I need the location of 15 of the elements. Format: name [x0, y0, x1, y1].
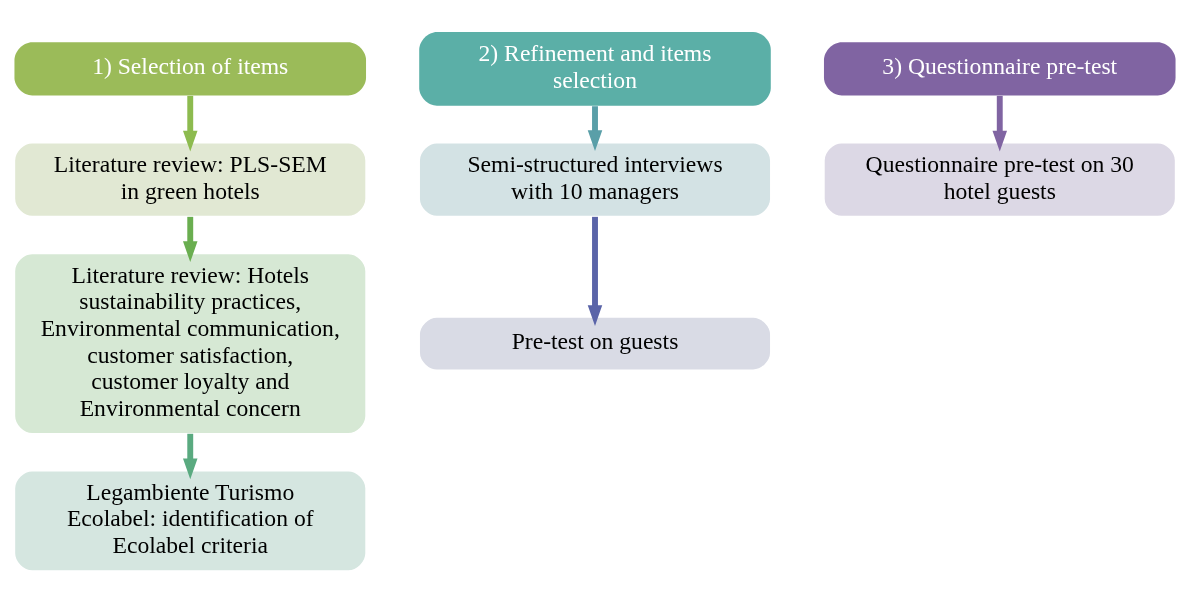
node-box: Questionnaire pre-test on 30 hotel guests [823, 141, 1177, 218]
arrow [182, 95, 198, 152]
node-box: Pre-test on guests [418, 316, 772, 371]
node-box: Semi-structured interviews with 10 managers [418, 141, 772, 218]
node-box: 3) Questionnaire pre-test [823, 42, 1176, 96]
arrow [182, 216, 198, 263]
node-box: Literature review: PLS-SEM in green hotels [13, 141, 367, 218]
node-box: Literature review: Hotels sustainability practices, Environmental communication, customer satisfaction, customer loyalty and Environmental concern [13, 252, 367, 435]
node-box: 2) Refinement and items selection [419, 31, 771, 106]
arrow [182, 433, 198, 480]
node-box: 1) Selection of items [14, 42, 367, 96]
arrow [587, 216, 603, 326]
node-box: Legambiente Turismo Ecolabel: identification of Ecolabel criteria [13, 469, 367, 572]
arrow [992, 95, 1008, 152]
arrow [587, 106, 603, 151]
